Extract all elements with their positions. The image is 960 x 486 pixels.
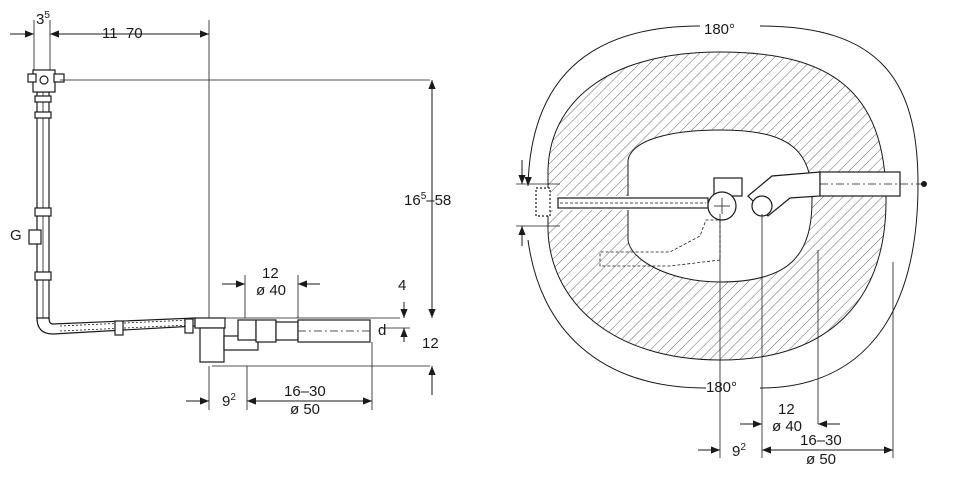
label-g: G	[10, 227, 22, 244]
right-dim-12: 12	[778, 401, 795, 418]
dim-9-2: 92	[222, 392, 236, 410]
right-dim-dia-50: ø 50	[806, 451, 836, 468]
dim-16-30: 16–30	[284, 383, 326, 400]
dim-11-70: 11–70	[102, 25, 143, 42]
dim-dia-50: ø 50	[290, 401, 320, 418]
dim-height: 165–58	[404, 80, 451, 395]
dim-4: 4	[398, 277, 406, 294]
dim-dia-40: ø 40	[256, 282, 286, 299]
top-view: 180° 180° 12 ø 40	[516, 21, 927, 468]
overflow-pipe: G	[10, 69, 430, 321]
dim-16-5-58: 165–58	[404, 191, 451, 209]
side-view: 35 11–70 G	[10, 10, 451, 418]
dim-12-right: 12	[422, 335, 439, 352]
angle-bottom: 180°	[706, 379, 737, 396]
dim-4-d-12: 4 d 12	[378, 277, 439, 352]
drain-trap	[194, 317, 430, 367]
dim-3-5: 35	[36, 10, 50, 28]
right-dim-16-30: 16–30	[800, 432, 842, 449]
right-dim-dia-40: ø 40	[772, 418, 802, 435]
angle-top: 180°	[704, 21, 735, 38]
right-dim-9-2: 92	[732, 442, 746, 460]
label-d: d	[378, 322, 386, 339]
flex-hose	[36, 317, 196, 336]
dim-top: 35 11–70	[10, 10, 210, 318]
dim-bottom: 92 16–30 ø 50	[186, 342, 373, 418]
dim-12: 12	[262, 265, 279, 282]
dim-12-dia40: 12 ø 40	[222, 265, 320, 318]
